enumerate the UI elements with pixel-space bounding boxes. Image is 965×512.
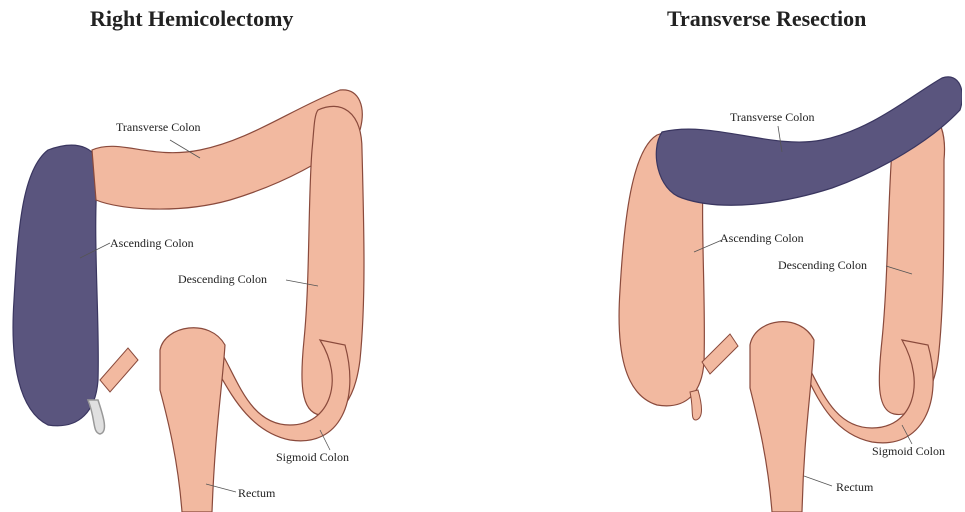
appendix [88, 400, 104, 434]
label-sigmoid-colon: Sigmoid Colon [872, 444, 945, 459]
appendix [690, 390, 702, 420]
ascending-colon-segment [13, 145, 98, 426]
panel-transverse-resection: Transverse Resection Transverse Colon As… [482, 0, 962, 512]
leader-line-rectum [804, 476, 832, 486]
label-rectum: Rectum [836, 480, 873, 495]
terminal-ileum [100, 348, 138, 392]
panel-title: Transverse Resection [667, 6, 866, 32]
rectum-segment [160, 328, 225, 512]
colon-illustration [0, 0, 480, 512]
label-rectum: Rectum [238, 486, 275, 501]
label-ascending-colon: Ascending Colon [110, 236, 194, 251]
terminal-ileum [702, 334, 738, 374]
panel-title: Right Hemicolectomy [90, 6, 293, 32]
label-transverse-colon: Transverse Colon [730, 110, 815, 125]
colon-illustration [482, 0, 962, 512]
label-descending-colon: Descending Colon [178, 272, 267, 287]
label-ascending-colon: Ascending Colon [720, 231, 804, 246]
panel-right-hemicolectomy: Right Hemicolectomy Transverse Colon Asc… [0, 0, 480, 512]
label-sigmoid-colon: Sigmoid Colon [276, 450, 349, 465]
rectum-segment [750, 322, 814, 512]
label-transverse-colon: Transverse Colon [116, 120, 201, 135]
label-descending-colon: Descending Colon [778, 258, 867, 273]
